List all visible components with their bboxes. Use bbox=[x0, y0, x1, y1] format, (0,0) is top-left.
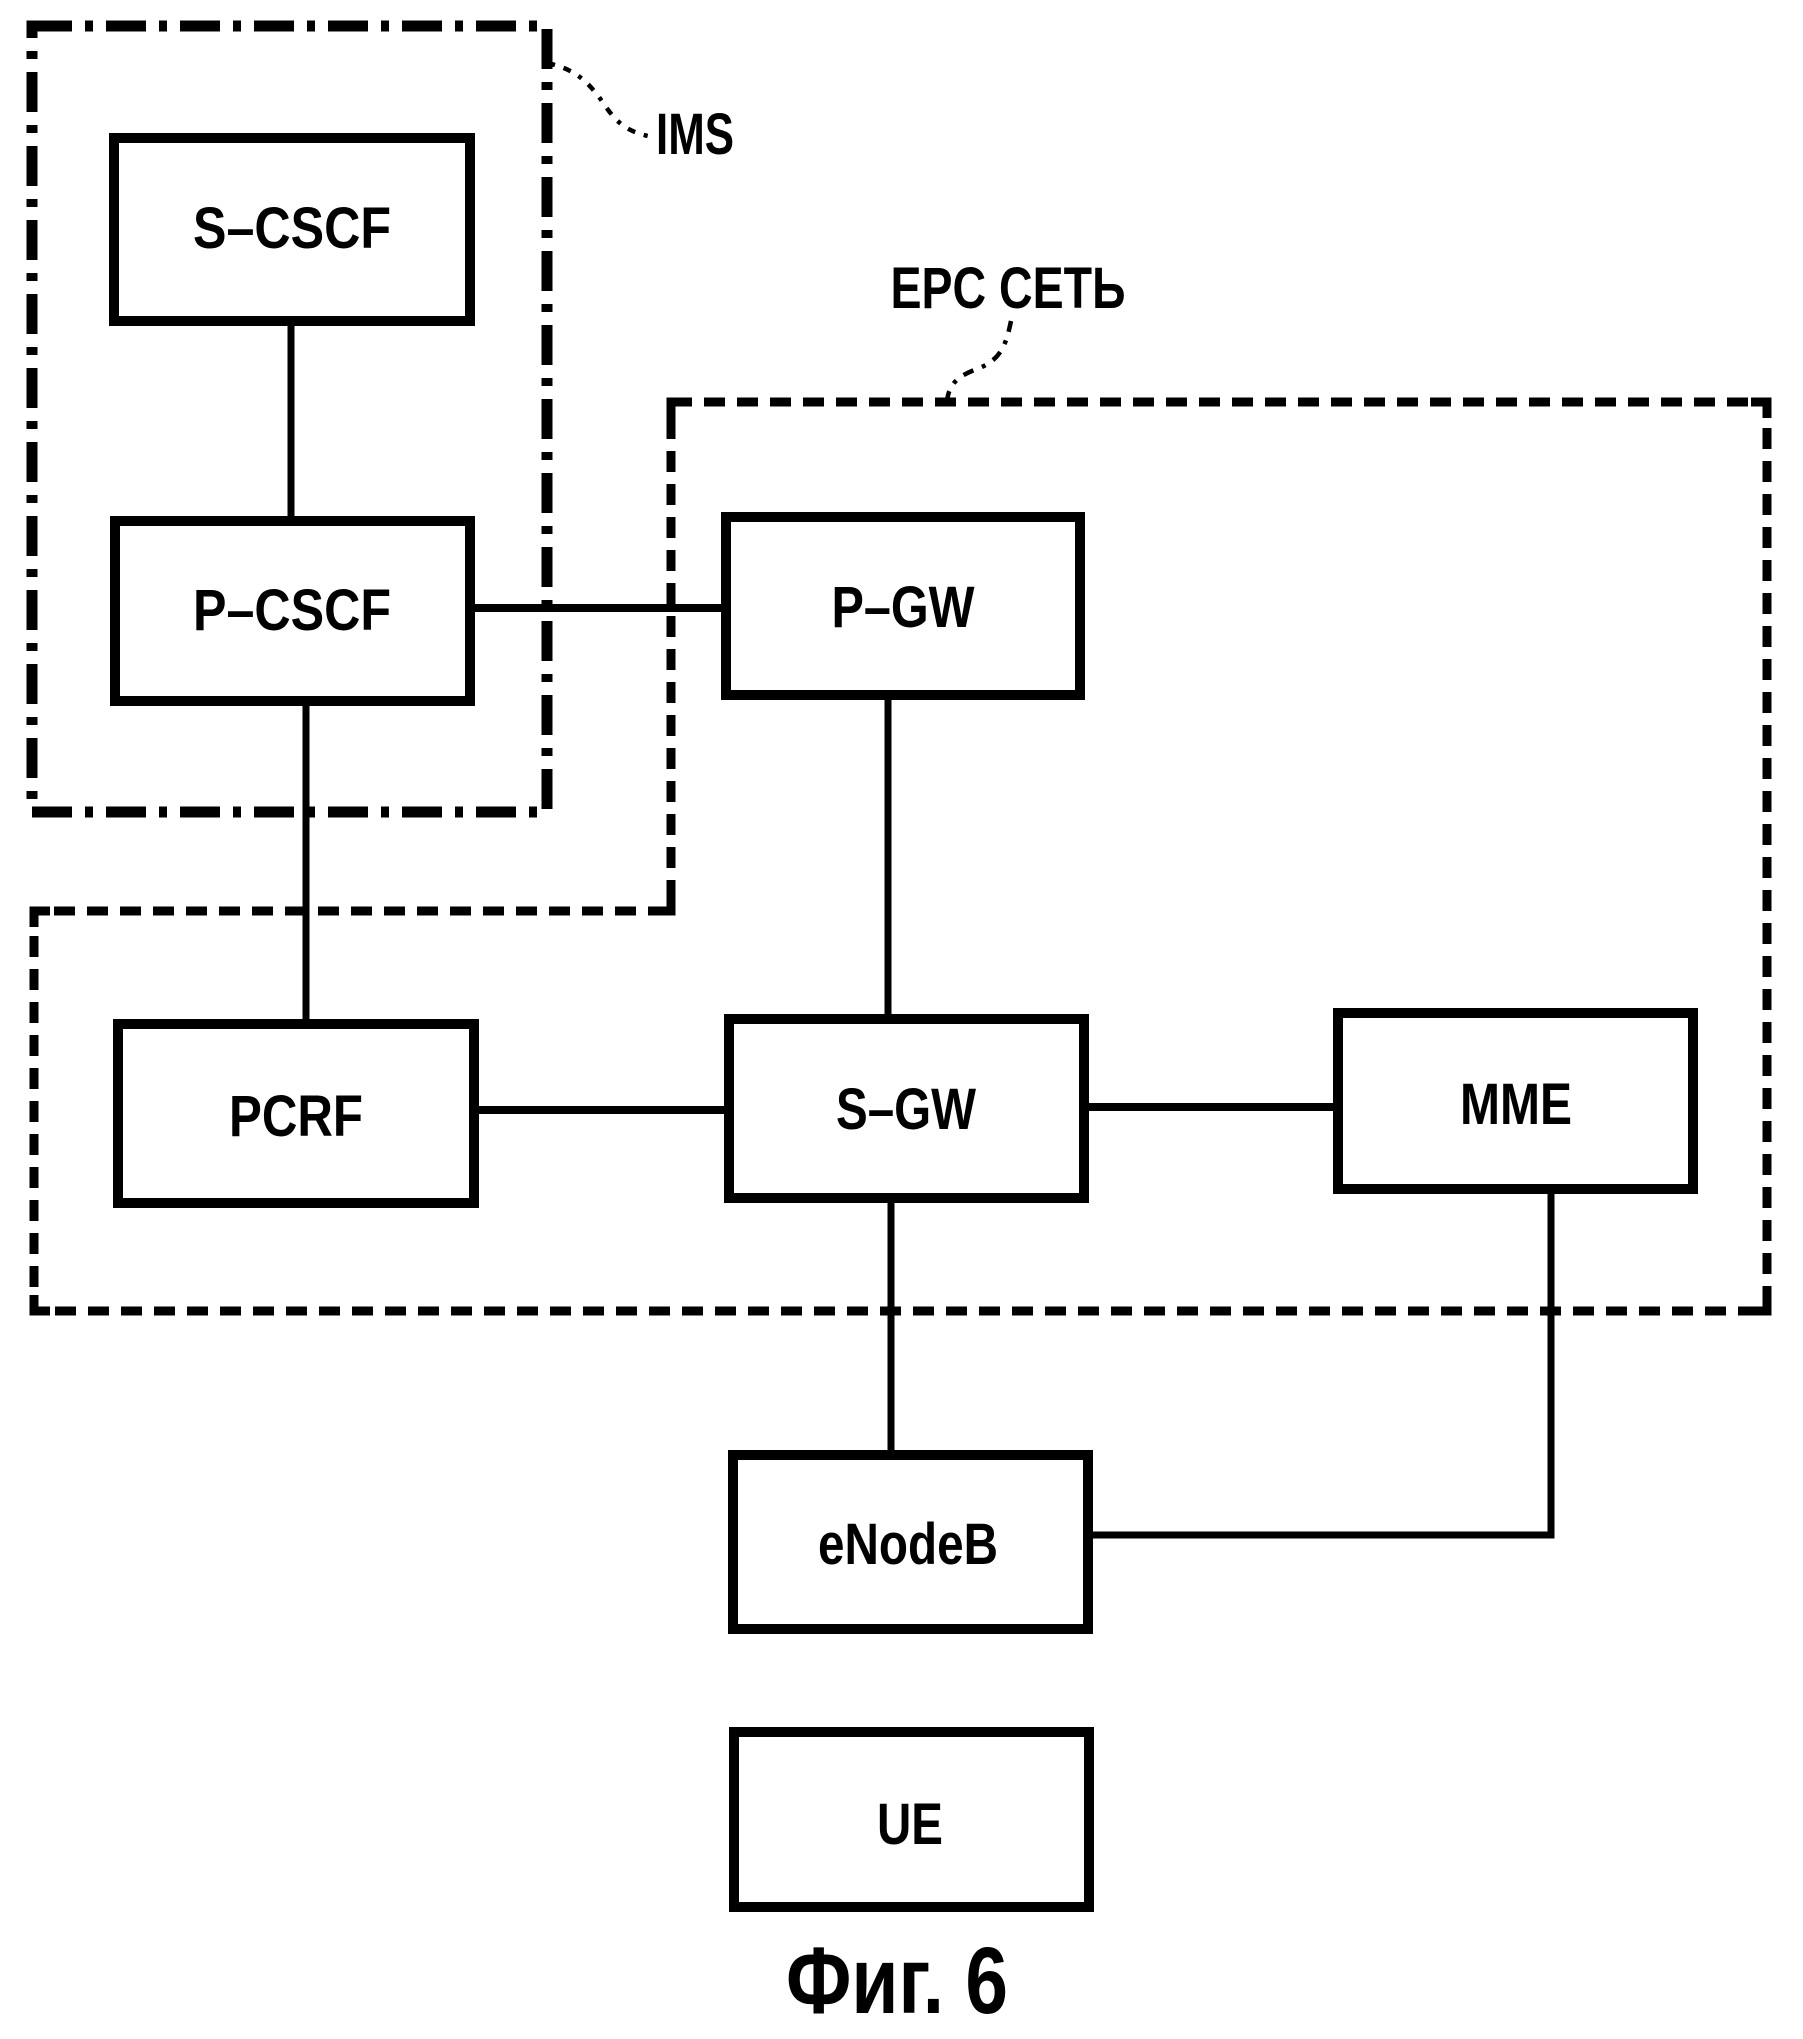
svg-text:S–CSCF: S–CSCF bbox=[193, 196, 391, 261]
svg-text:P–CSCF: P–CSCF bbox=[193, 578, 391, 643]
svg-text:UE: UE bbox=[877, 1792, 943, 1857]
svg-text:S–GW: S–GW bbox=[836, 1077, 976, 1142]
svg-text:MME: MME bbox=[1460, 1072, 1572, 1137]
svg-text:P–GW: P–GW bbox=[832, 575, 975, 640]
svg-text:IMS: IMS bbox=[656, 102, 734, 167]
svg-text:PCRF: PCRF bbox=[229, 1084, 363, 1149]
svg-text:EPC СЕТЬ: EPC СЕТЬ bbox=[891, 256, 1126, 321]
svg-text:eNodeB: eNodeB bbox=[818, 1512, 998, 1577]
svg-text:Фиг. 6: Фиг. 6 bbox=[786, 1928, 1008, 2034]
